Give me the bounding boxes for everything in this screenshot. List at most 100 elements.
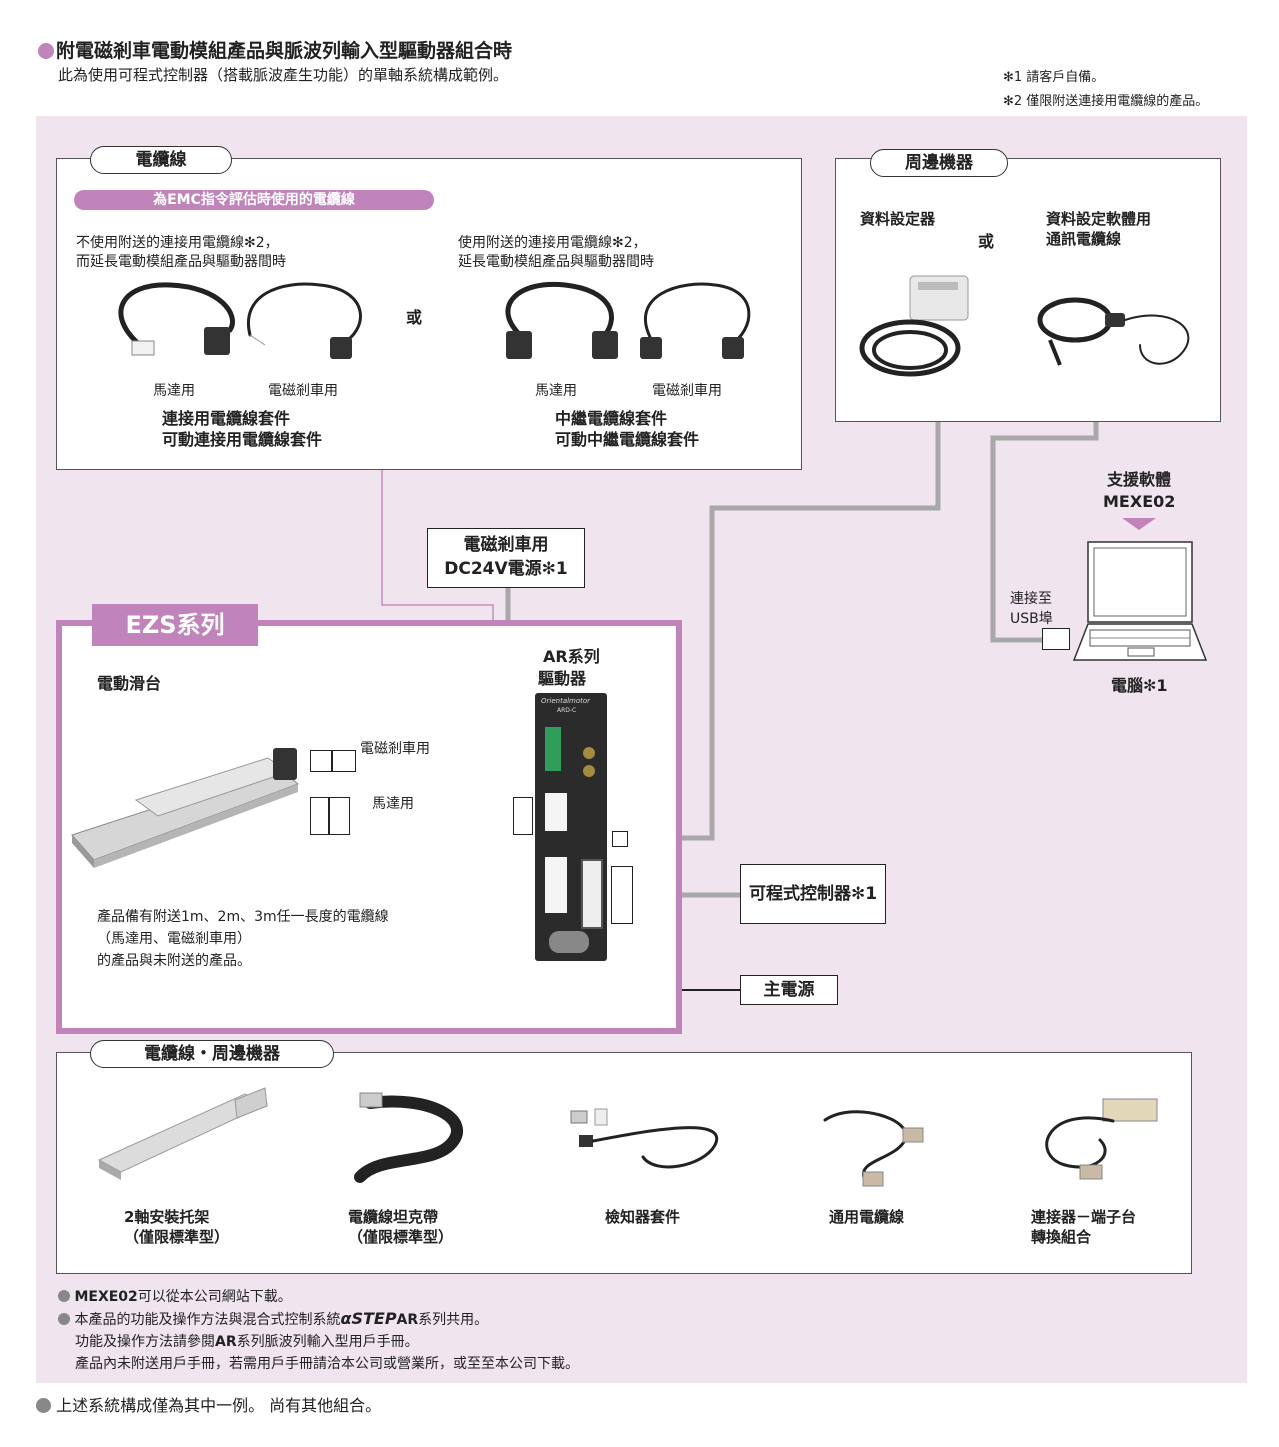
cable-carrier-chain-icon	[354, 1095, 463, 1183]
pc-label: 電腦✻1	[1111, 676, 1168, 695]
ezs-desc-2: （馬達用、電磁剎車用）	[97, 931, 251, 947]
software-label: 支援軟體	[1107, 470, 1172, 489]
acc-item-1-line1: 2軸安裝托架	[124, 1208, 210, 1226]
plc-box: 可程式控制器✻1	[740, 864, 886, 924]
left-desc-2: 而延長電動模組產品與驅動器間時	[76, 254, 286, 270]
main-power-box: 主電源	[740, 975, 838, 1005]
bottom-note: 上述系統構成僅為其中一例。 尚有其他組合。	[36, 1392, 381, 1416]
ezs-desc-3: 的產品與未附送的產品。	[97, 953, 251, 969]
right-brake-label: 電磁剎車用	[652, 383, 722, 399]
ezs-series-tab: EZS系列	[92, 604, 258, 646]
footnote-1-text: 可以從本公司網站下載。	[137, 1289, 292, 1305]
green-connector-icon	[545, 727, 561, 771]
terminal-block-image	[1045, 1098, 1158, 1180]
peripherals-panel	[835, 158, 1221, 422]
brake-cable-label: 電磁剎車用	[360, 741, 430, 757]
sensor-kit-image	[570, 1108, 719, 1169]
right-cables-image	[505, 281, 751, 359]
right-kit-1: 中繼電纜線套件	[555, 409, 668, 428]
footnote-1-bold: MEXE02	[74, 1289, 138, 1305]
left-motor-label: 馬達用	[153, 383, 195, 399]
gray-bullet-icon-3	[36, 1398, 51, 1413]
bottom-note-text: 上述系統構成僅為其中一例。 尚有其他組合。	[56, 1396, 382, 1415]
bullet-dot-icon	[38, 43, 54, 59]
acc-item-2-line2: （僅限標準型）	[348, 1228, 454, 1246]
note-1: ✻1 請客戶自備。	[1003, 70, 1105, 85]
footnote-2-bold: AR	[396, 1312, 419, 1328]
down-arrow-icon	[1122, 518, 1156, 530]
ground-terminal-icon	[549, 931, 589, 953]
footnote-3-text-a: 功能及操作方法請參閱	[75, 1334, 215, 1350]
usb-label-1: 連接至	[1010, 591, 1052, 607]
laptop-icon	[1072, 541, 1208, 661]
cables-panel-title: 電纜線	[90, 146, 232, 174]
right-desc-2: 延長電動模組產品與驅動器間時	[458, 254, 654, 270]
usb-port-icon	[1042, 628, 1070, 650]
line-setter-driver	[628, 420, 941, 841]
footnote-3: 功能及操作方法請參閱AR系列脈波列輸入型用戶手冊。	[75, 1331, 419, 1351]
motor-plug-slider-icon	[310, 797, 350, 835]
right-desc-1: 使用附送的連接用電纜線✻2，	[458, 235, 647, 251]
driver-brand: Orientalmotor	[541, 697, 591, 705]
motor-cable-left-icon	[118, 282, 235, 348]
acc-item-5-line1: 連接器－端子台	[1031, 1208, 1137, 1226]
footnote-3-bold: AR	[215, 1334, 237, 1350]
slider-label: 電動滑台	[97, 674, 162, 693]
io-connector-icon	[581, 859, 603, 929]
comm-cable-label-1: 資料設定軟體用	[1046, 210, 1152, 228]
motor-connector-left-icon	[131, 340, 155, 356]
left-kit-1: 連接用電纜線套件	[162, 409, 291, 428]
cables-or: 或	[406, 308, 423, 327]
ar-driver-unit: Orientalmotor ARD-C	[535, 693, 607, 961]
motor-cable-right-icon	[505, 281, 614, 338]
page-subtitle: 此為使用可程式控制器（搭載脈波產生功能）的單軸系統構成範例。	[58, 66, 509, 84]
peripherals-or: 或	[978, 232, 995, 251]
peripherals-panel-title: 周邊機器	[870, 149, 1008, 177]
io-plug-icon	[611, 866, 633, 924]
comm-cable-image	[1037, 297, 1190, 366]
footnote-3-text-c: 系列脈波列輸入型用戶手冊。	[236, 1334, 419, 1350]
brake-cable-left-icon	[247, 282, 362, 347]
usb-converter-icon	[1105, 313, 1125, 327]
software-name: MEXE02	[1103, 492, 1176, 511]
footnote-4: 產品內未附送用戶手冊，若需用戶手冊請洽本公司或營業所，或至至本公司下載。	[75, 1356, 579, 1372]
brake-cable-right-icon	[643, 282, 751, 347]
dc24v-line2: DC24V電源✻1	[444, 559, 568, 579]
page-title: 附電磁剎車電動模組產品與脈波列輸入型驅動器組合時	[38, 36, 512, 63]
cable-carrier-image	[354, 1092, 463, 1183]
driver-label-2: 驅動器	[538, 669, 587, 688]
dc24v-line1: 電磁剎車用	[463, 535, 549, 555]
footnote-2-text-a: 本產品的功能及操作方法與混合式控制系統	[74, 1312, 341, 1328]
electric-slider-image	[71, 748, 300, 868]
mounting-bracket-image	[97, 1087, 269, 1180]
accessories-panel-title: 電纜線・周邊機器	[90, 1040, 334, 1068]
acc-item-4-line1: 通用電纜線	[829, 1208, 905, 1226]
dial-icon	[583, 747, 595, 759]
acc-item-3-line1: 檢知器套件	[605, 1208, 681, 1226]
footnote-2: 本產品的功能及操作方法與混合式控制系統αSTEPAR系列共用。	[58, 1309, 488, 1329]
dial-icon-2	[583, 765, 595, 777]
right-motor-label: 馬達用	[535, 383, 577, 399]
left-desc-1: 不使用附送的連接用電纜線✻2，	[76, 235, 279, 251]
motor-connector-icon	[545, 793, 567, 831]
brake-plug-slider-icon	[310, 750, 356, 772]
power-connector-icon	[545, 857, 567, 913]
comm-port-icon	[612, 831, 628, 847]
driver-label-1: AR系列	[543, 647, 600, 666]
gray-bullet-icon-2	[58, 1313, 70, 1325]
acc-item-2-line1: 電纜線坦克帶	[348, 1208, 439, 1226]
acc-item-5-line2: 轉換組合	[1031, 1228, 1092, 1246]
data-setter-label: 資料設定器	[860, 210, 936, 228]
accessories-panel	[56, 1052, 1192, 1274]
general-cable-image	[823, 1110, 924, 1187]
left-brake-label: 電磁剎車用	[268, 383, 338, 399]
gray-bullet-icon	[58, 1290, 70, 1302]
note-2: ✻2 僅限附送連接用電纜線的產品。	[1003, 94, 1209, 109]
usb-label-2: USB埠	[1010, 611, 1053, 627]
motor-plug-driver-icon	[513, 797, 533, 835]
footnote-1: MEXE02可以從本公司網站下載。	[58, 1286, 292, 1306]
alphastep-logo: αSTEP	[340, 1309, 397, 1328]
motor-block-icon	[273, 748, 297, 780]
emc-label: 為EMC指令評估時使用的電纜線	[74, 190, 434, 210]
left-kit-2: 可動連接用電纜線套件	[162, 430, 323, 449]
